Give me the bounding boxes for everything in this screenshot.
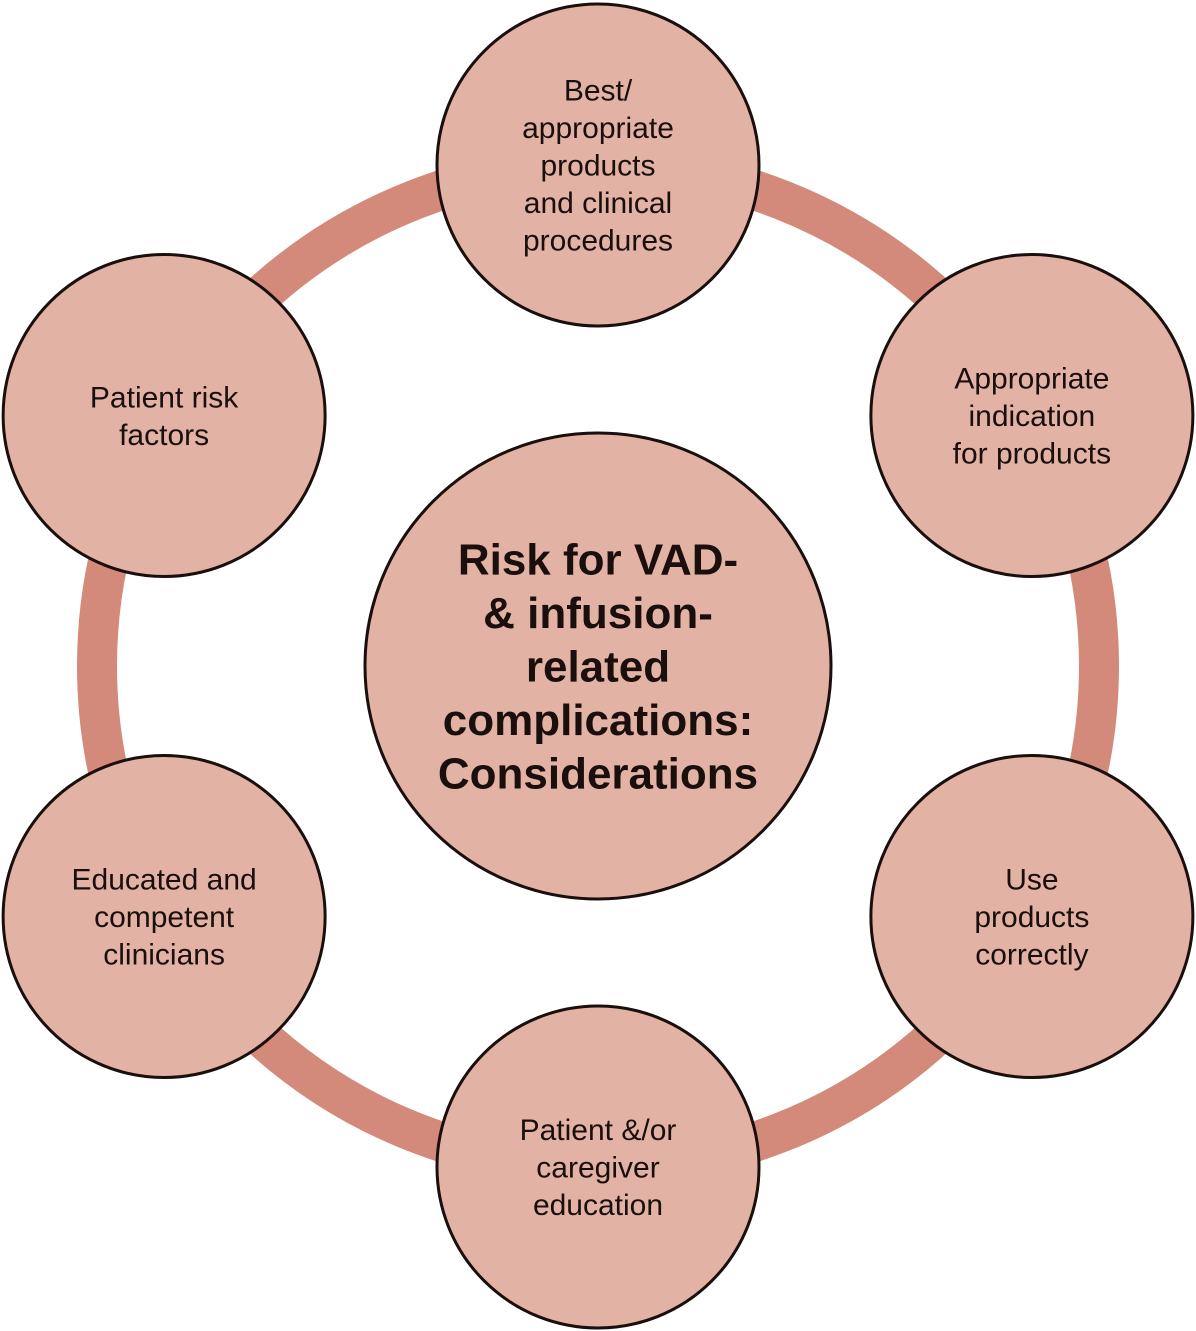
center-circle: [363, 431, 833, 901]
center-node: Risk for VAD- & infusion-related complicat…: [363, 431, 833, 901]
node-circle: [1, 253, 327, 578]
node-use-products-correctly: Use products correctly: [869, 754, 1195, 1079]
center-title-line: Risk for VAD-: [458, 535, 738, 584]
node-label: Educated and competent clinicians: [72, 864, 257, 972]
node-circle: [869, 754, 1195, 1079]
node-label-line: Best/: [564, 75, 633, 108]
node-label-line: education: [533, 1189, 663, 1222]
node-circle: [435, 2, 761, 328]
center-title-line: related: [526, 642, 670, 691]
node-label-line: Educated and: [72, 864, 257, 897]
node-label-line: Patient &/or: [520, 1114, 677, 1147]
node-label-line: Appropriate: [954, 363, 1109, 396]
node-label-line: Patient risk: [90, 381, 239, 414]
center-title: Risk for VAD- & infusion-related complicat…: [438, 535, 758, 798]
node-label-line: appropriate: [522, 112, 674, 145]
node-circle: [1, 754, 327, 1079]
node-label-line: Use: [1005, 864, 1058, 897]
node-label: Use products correctly: [974, 864, 1089, 972]
node-circle: [869, 253, 1195, 578]
node-label: Patient risk factors: [90, 381, 239, 452]
node-label: Patient &/or caregiver education: [520, 1114, 677, 1222]
node-label-line: indication: [968, 400, 1095, 433]
node-label-line: products: [540, 150, 655, 183]
node-label-line: clinicians: [103, 939, 225, 972]
center-title-line: complications:: [443, 696, 754, 745]
node-label-line: factors: [119, 419, 209, 452]
node-label-line: competent: [94, 901, 235, 934]
node-patient-risk-factors: Patient risk factors: [1, 253, 327, 578]
node-best-products: Best/appropriate products and clinical proc…: [435, 2, 761, 328]
node-label-line: products: [974, 901, 1089, 934]
node-label-line: caregiver: [536, 1152, 659, 1185]
node-label: Appropriate indication for products: [953, 363, 1111, 471]
node-appropriate-indication: Appropriate indication for products: [869, 253, 1195, 578]
center-title-line: Considerations: [438, 749, 758, 798]
center-title-line: & infusion-: [483, 589, 713, 638]
node-label-line: correctly: [975, 939, 1088, 972]
node-educated-clinicians: Educated and competent clinicians: [1, 754, 327, 1079]
node-label: Best/appropriate products and clinical proc…: [522, 75, 674, 258]
node-label-line: procedures: [523, 225, 673, 258]
node-circle: [435, 1004, 761, 1330]
node-patient-caregiver-education: Patient &/or caregiver education: [435, 1004, 761, 1330]
node-label-line: for products: [953, 438, 1111, 471]
node-label-line: and clinical: [524, 187, 672, 220]
